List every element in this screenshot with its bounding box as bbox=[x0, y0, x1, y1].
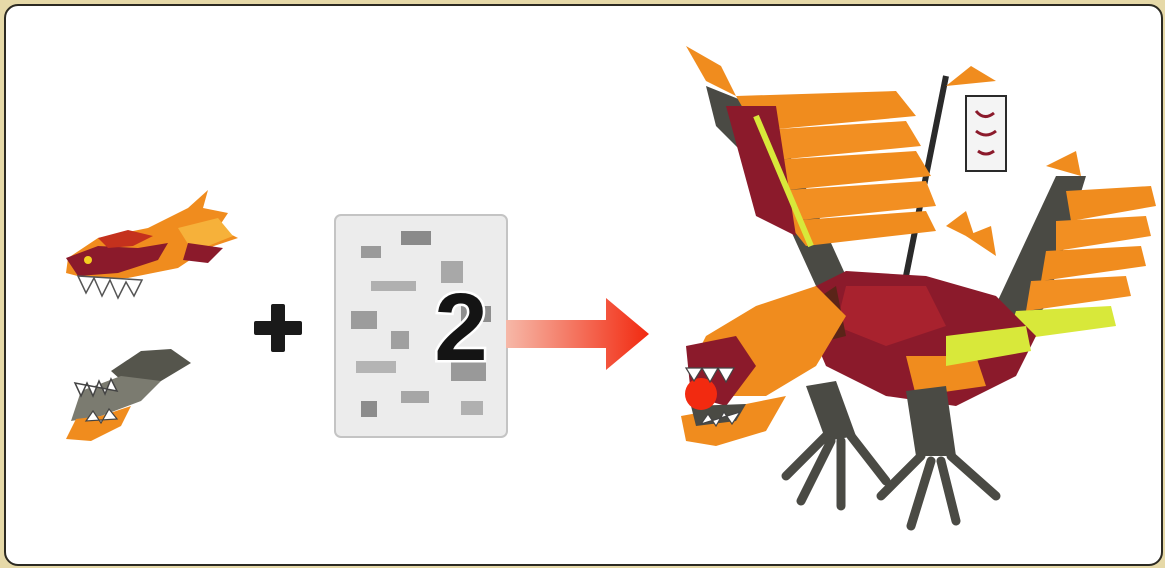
arrow-right-icon bbox=[506, 294, 651, 374]
plus-icon bbox=[254, 304, 302, 352]
instruction-panel: 2 bbox=[4, 4, 1163, 566]
dragon-jaw-icon bbox=[61, 341, 211, 451]
bag-number: 2 bbox=[411, 278, 511, 378]
fire-dragon-model-icon bbox=[646, 36, 1161, 551]
dragon-head-icon bbox=[58, 188, 248, 313]
